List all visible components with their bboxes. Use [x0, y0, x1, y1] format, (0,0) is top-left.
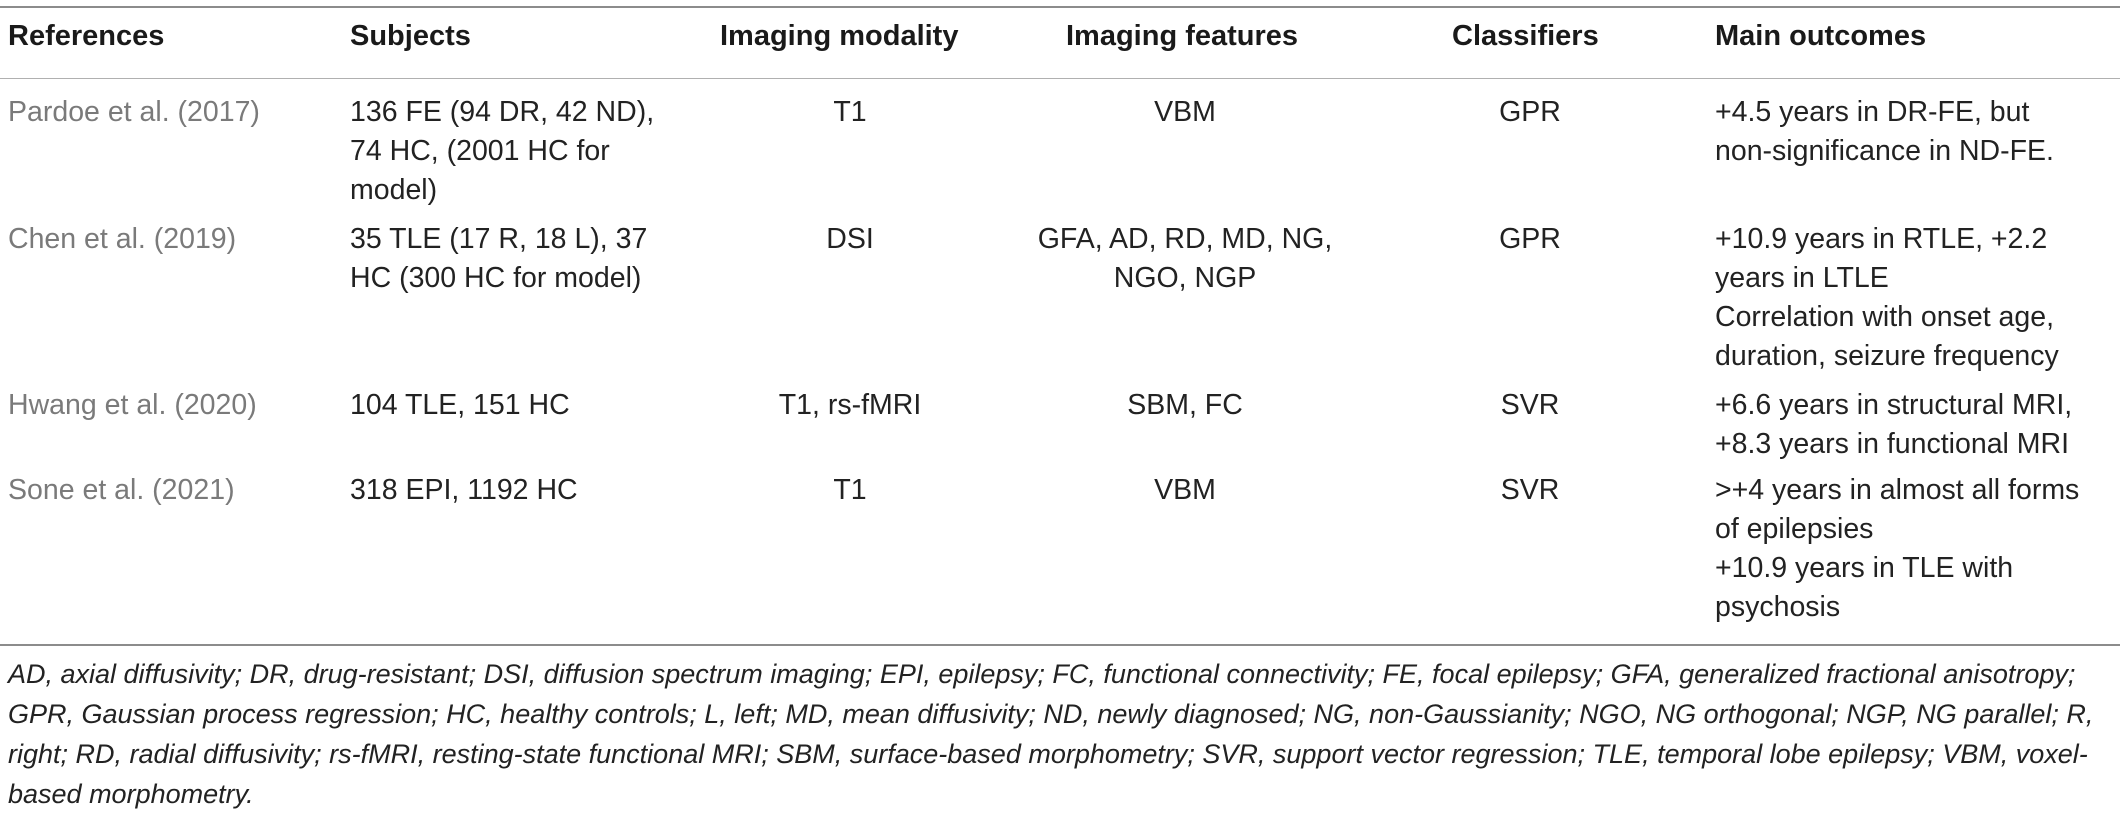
cell-line: of epilepsies [1715, 513, 1874, 545]
cell-line: 74 HC, (2001 HC for [350, 135, 610, 167]
cell-classifier: GPR [1499, 223, 1561, 255]
cell-line: +10.9 years in TLE with [1715, 552, 2014, 584]
header-subjects: Subjects [350, 20, 471, 52]
cell-features: VBM [1010, 93, 1360, 132]
header-main-outcomes: Main outcomes [1715, 20, 1927, 52]
cell-classifier: SVR [1500, 389, 1560, 421]
table-bottom-rule [0, 644, 2120, 646]
cell-line: VBM [1154, 474, 1216, 506]
cell-subjects: 35 TLE (17 R, 18 L), 37 HC (300 HC for m… [350, 220, 680, 298]
cell-outcomes: +6.6 years in structural MRI, +8.3 years… [1715, 386, 2115, 464]
cell-outcomes: +4.5 years in DR-FE, but non-significanc… [1715, 93, 2115, 171]
cell-line: model) [350, 174, 438, 206]
cell-subjects: 104 TLE, 151 HC [350, 386, 680, 425]
cell-modality: T1 [833, 96, 867, 128]
header-imaging-modality: Imaging modality [720, 20, 959, 52]
cell-line: +6.6 years in structural MRI, [1715, 389, 2073, 421]
header-classifiers: Classifiers [1452, 20, 1599, 52]
cell-outcomes: +10.9 years in RTLE, +2.2 years in LTLE … [1715, 220, 2115, 376]
table-footnote: AD, axial diffusivity; DR, drug-resistan… [8, 659, 2094, 809]
cell-line: +8.3 years in functional MRI [1715, 428, 2070, 460]
table-header-row: References Subjects Imaging modality Ima… [0, 20, 2120, 68]
cell-subjects: 318 EPI, 1192 HC [350, 471, 680, 510]
cell-reference: Hwang et al. (2020) [8, 389, 257, 421]
cell-line: 35 TLE (17 R, 18 L), 37 [350, 223, 648, 255]
cell-outcomes: >+4 years in almost all forms of epileps… [1715, 471, 2115, 627]
cell-line: 318 EPI, 1192 HC [350, 474, 578, 506]
cell-reference: Pardoe et al. (2017) [8, 96, 260, 128]
cell-reference: Chen et al. (2019) [8, 223, 237, 255]
cell-line: SBM, FC [1127, 389, 1243, 421]
cell-line: years in LTLE [1715, 262, 1889, 294]
cell-modality: T1 [833, 474, 867, 506]
cell-features: VBM [1010, 471, 1360, 510]
header-references: References [8, 20, 165, 52]
cell-classifier: SVR [1500, 474, 1560, 506]
cell-line: 136 FE (94 DR, 42 ND), [350, 96, 655, 128]
table-header-rule [0, 78, 2120, 79]
table-top-rule [0, 6, 2120, 8]
cell-line: NGO, NGP [1113, 262, 1257, 294]
cell-modality: T1, rs-fMRI [778, 389, 922, 421]
cell-line: duration, seizure frequency [1715, 340, 2059, 372]
cell-line: psychosis [1715, 591, 1841, 623]
cell-line: GFA, AD, RD, MD, NG, [1037, 223, 1333, 255]
cell-features: GFA, AD, RD, MD, NG, NGO, NGP [1010, 220, 1360, 298]
cell-line: 104 TLE, 151 HC [350, 389, 570, 421]
cell-reference: Sone et al. (2021) [8, 474, 235, 506]
cell-subjects: 136 FE (94 DR, 42 ND), 74 HC, (2001 HC f… [350, 93, 680, 210]
cell-line: VBM [1154, 96, 1216, 128]
cell-line: Correlation with onset age, [1715, 301, 2055, 333]
cell-classifier: GPR [1499, 96, 1561, 128]
header-imaging-features: Imaging features [1066, 20, 1299, 52]
cell-features: SBM, FC [1010, 386, 1360, 425]
cell-line: +10.9 years in RTLE, +2.2 [1715, 223, 2048, 255]
cell-line: +4.5 years in DR-FE, but [1715, 96, 2030, 128]
cell-line: >+4 years in almost all forms [1715, 474, 2080, 506]
cell-modality: DSI [826, 223, 874, 255]
cell-line: HC (300 HC for model) [350, 262, 642, 294]
cell-line: non-significance in ND-FE. [1715, 135, 2054, 167]
